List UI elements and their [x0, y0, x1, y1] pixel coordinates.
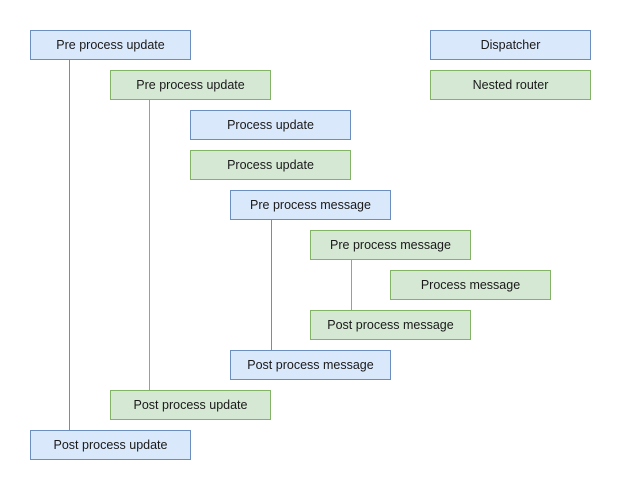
legend-item-label: Nested router [472, 77, 549, 92]
node-process-update-router[interactable]: Process update [190, 150, 351, 180]
node-process-update-dispatcher[interactable]: Process update [190, 110, 351, 140]
connector-edge-router-outer [149, 100, 150, 390]
legend-item-dispatcher[interactable]: Dispatcher [430, 30, 591, 60]
legend-item-label: Dispatcher [480, 37, 541, 52]
node-label: Post process update [53, 437, 168, 452]
connector-edge-router-inner [351, 260, 352, 310]
connector-edge-dispatcher-outer [69, 60, 70, 430]
node-label: Pre process message [250, 197, 371, 212]
node-label: Process update [227, 117, 314, 132]
node-pre-process-message-router[interactable]: Pre process message [310, 230, 471, 260]
node-label: Pre process update [136, 77, 245, 92]
node-post-process-message-dispatcher[interactable]: Post process message [230, 350, 391, 380]
node-pre-process-message-dispatcher[interactable]: Pre process message [230, 190, 391, 220]
node-post-process-message-router[interactable]: Post process message [310, 310, 471, 340]
node-process-message-router[interactable]: Process message [390, 270, 551, 300]
node-label: Pre process update [56, 37, 165, 52]
node-label: Pre process message [330, 237, 451, 252]
node-label: Process update [227, 157, 314, 172]
node-pre-process-update-router[interactable]: Pre process update [110, 70, 271, 100]
legend-item-router[interactable]: Nested router [430, 70, 591, 100]
node-label: Post process message [247, 357, 374, 372]
node-label: Post process message [327, 317, 454, 332]
node-pre-process-update-dispatcher[interactable]: Pre process update [30, 30, 191, 60]
node-label: Process message [420, 277, 521, 292]
connector-edge-dispatcher-inner [271, 220, 272, 350]
node-post-process-update-dispatcher[interactable]: Post process update [30, 430, 191, 460]
node-post-process-update-router[interactable]: Post process update [110, 390, 271, 420]
node-label: Post process update [133, 397, 248, 412]
